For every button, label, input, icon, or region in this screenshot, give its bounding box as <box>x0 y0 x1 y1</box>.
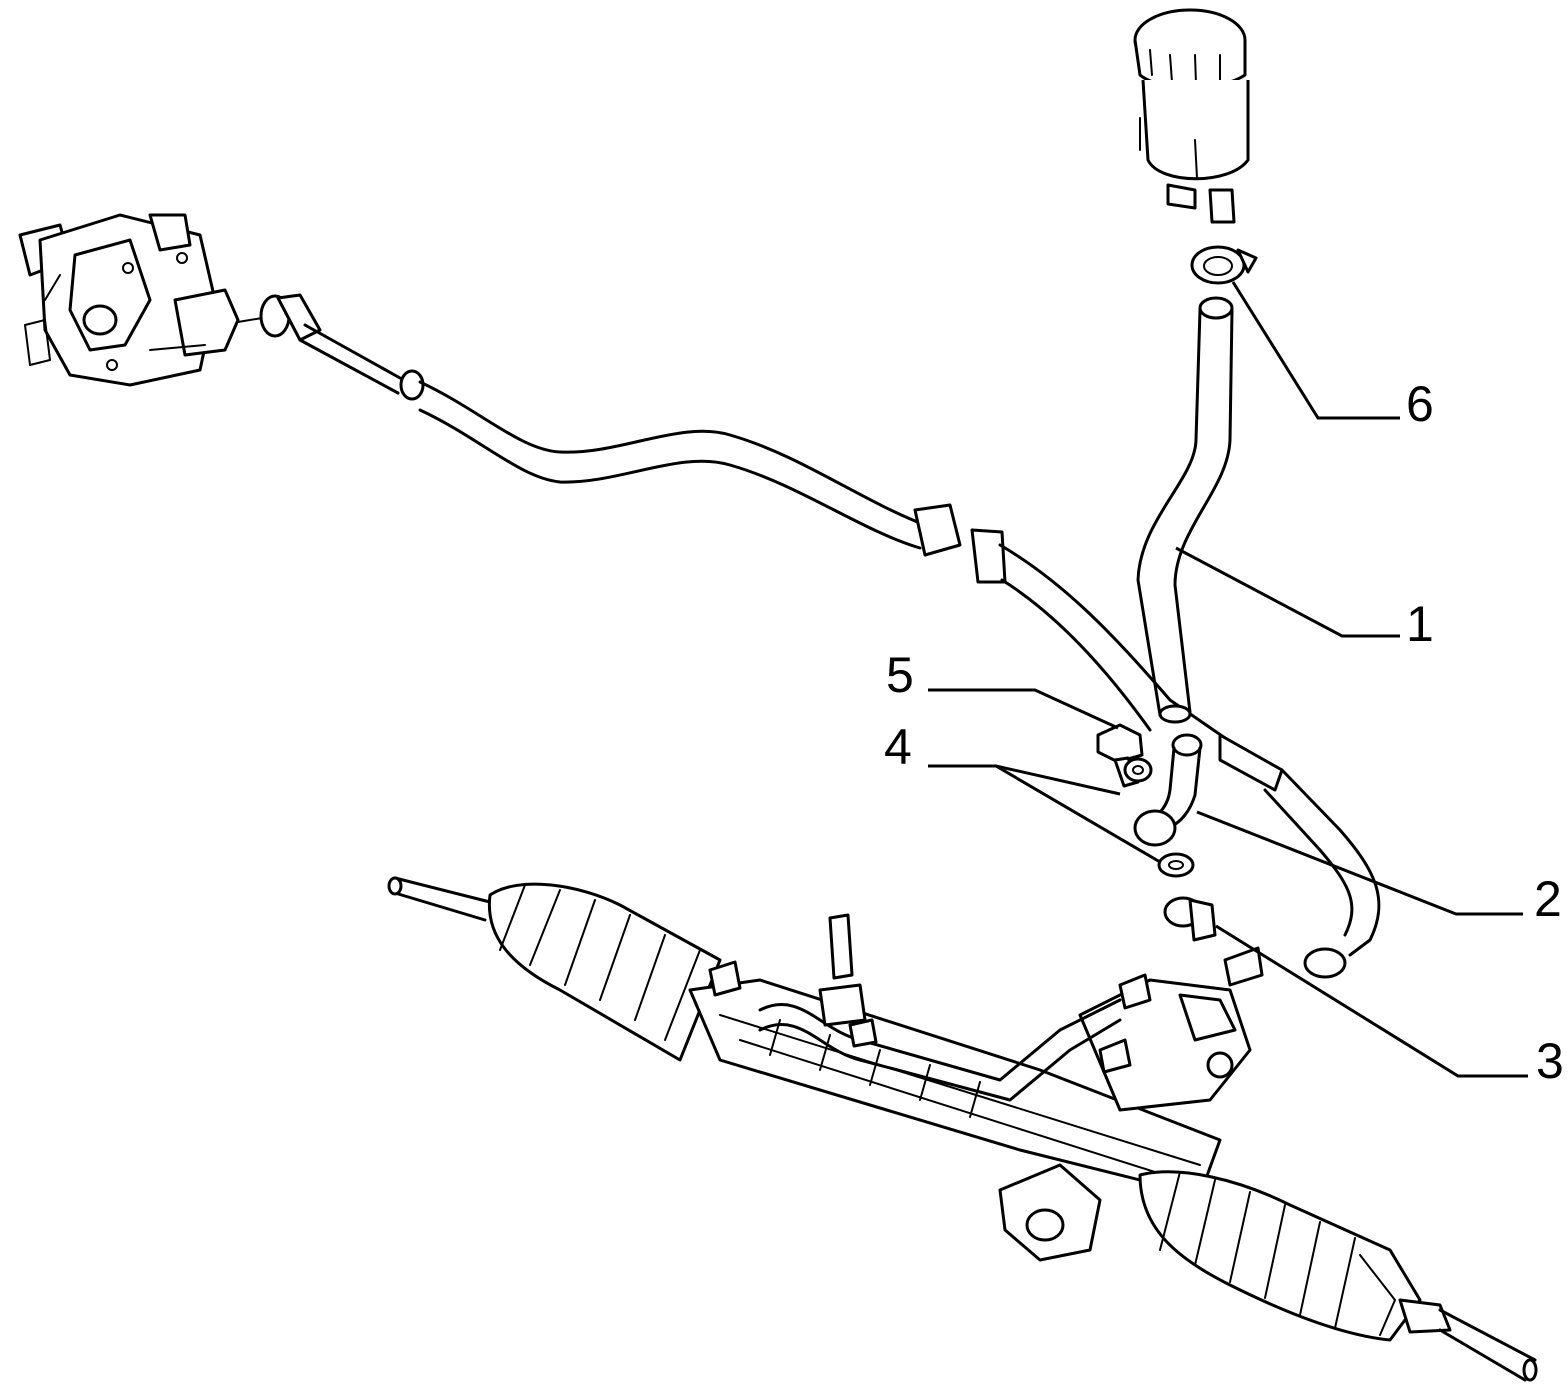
fluid-reservoir <box>1133 8 1250 224</box>
callout-3: 3 <box>1536 1033 1564 1089</box>
part-2-union-pipe <box>1133 733 1203 847</box>
steering-rack <box>387 876 1538 1382</box>
callout-2: 2 <box>1534 871 1562 927</box>
part-1-return-hose <box>1136 296 1234 724</box>
callout-5: 5 <box>886 647 914 703</box>
part-4-seal-washers <box>1123 757 1195 878</box>
pressure-hose <box>237 293 1381 979</box>
callout-4: 4 <box>884 719 912 775</box>
part-6-hose-clamp <box>1190 245 1258 285</box>
callout-6: 6 <box>1406 376 1434 432</box>
callout-1: 1 <box>1406 596 1434 652</box>
part-3-union-fitting <box>1163 896 1217 942</box>
leader-lines <box>928 281 1528 1078</box>
callout-labels: 1 2 3 4 5 6 <box>884 376 1564 1089</box>
power-steering-pump <box>18 213 240 387</box>
